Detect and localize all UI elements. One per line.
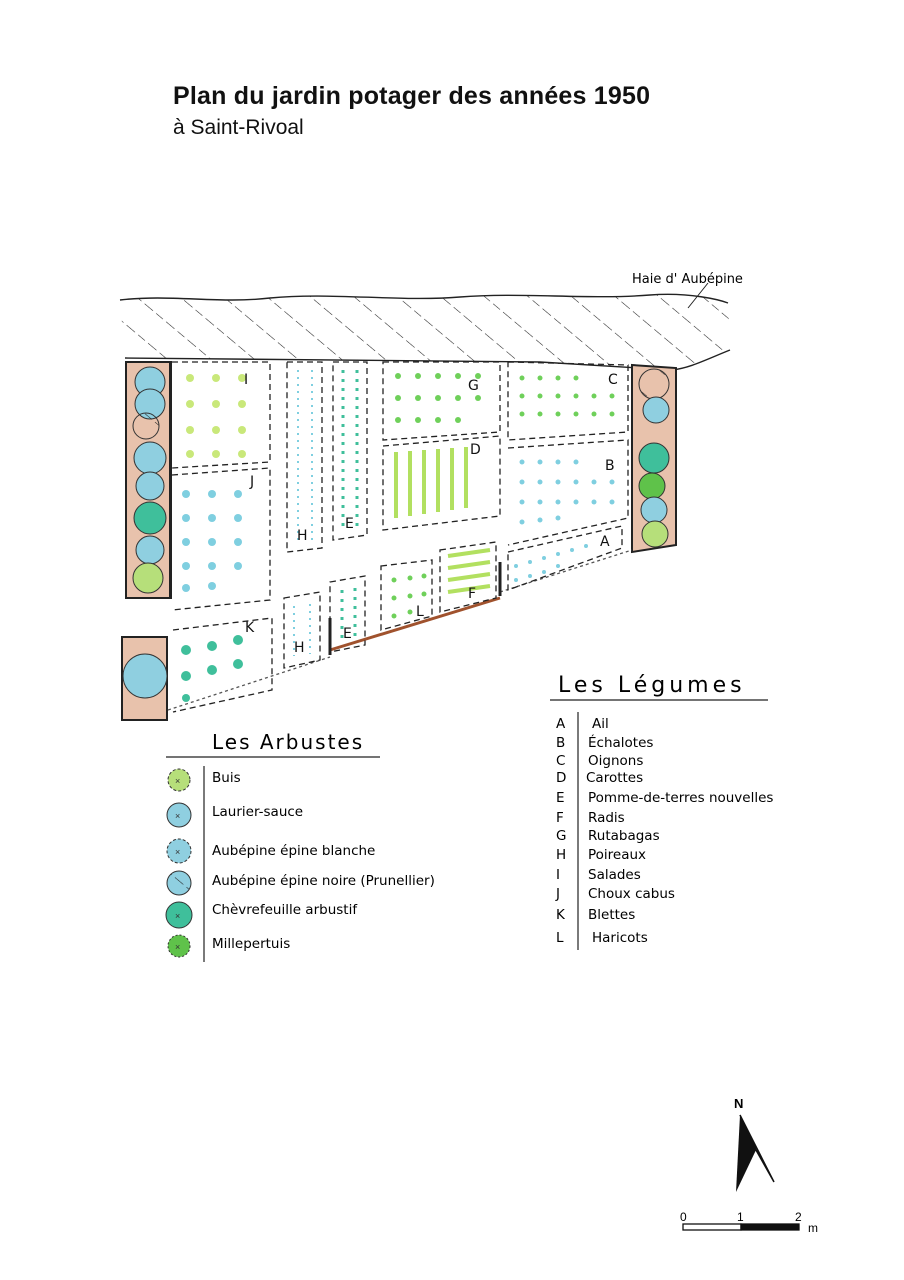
veg-label-b: Échalotes [588, 734, 653, 751]
plot-label-L: L [416, 604, 424, 620]
plot-L-plants [391, 573, 427, 619]
veg-letter-c: C [556, 753, 565, 769]
veg-letter-e: E [556, 790, 565, 806]
plot-label-I: I [244, 372, 248, 388]
right-shrubs [638, 368, 670, 548]
plot-label-H: H [297, 528, 308, 544]
plot-D-rows [394, 447, 468, 518]
plot-A-plants [514, 544, 588, 582]
hedge-pointer [687, 282, 709, 309]
plot-I-plants [186, 374, 246, 458]
plot-label-K: K [245, 620, 255, 636]
shrub-legend-title: Les Arbustes [212, 730, 364, 754]
shrub-label-st-johns-wort: Millepertuis [212, 936, 290, 952]
plot-label-H2: H [294, 640, 305, 656]
plot-E-rows [340, 370, 359, 640]
plot-G-plants [395, 373, 481, 423]
shrub-label-blackthorn: Aubépine épine noire (Prunellier) [212, 873, 435, 889]
veg-label-d: Carottes [586, 770, 643, 786]
svg-text:×: × [175, 911, 180, 921]
veg-label-g: Rutabagas [588, 828, 660, 844]
plot-label-C: C [608, 372, 618, 388]
veg-label-a: Ail [592, 716, 609, 732]
veg-label-h: Poireaux [588, 847, 646, 863]
plot-label-E2: E [343, 626, 352, 642]
hedge-label: Haie d' Aubépine [632, 272, 743, 287]
plot-J-plants [182, 490, 242, 592]
plot-label-J: J [249, 474, 254, 490]
scale-label-1: 1 [737, 1210, 744, 1224]
scale-label-2: 2 [795, 1210, 802, 1224]
veg-label-f: Radis [588, 810, 625, 826]
vegetable-legend-title: Les Légumes [558, 673, 746, 698]
boxwood-icon: × [167, 768, 191, 792]
shrub-label-bay-laurel: Laurier-sauce [212, 804, 303, 820]
bay-laurel-shrub [122, 653, 168, 699]
svg-text:×: × [175, 847, 180, 857]
plot-B-plants [519, 459, 615, 525]
garden-boundary [167, 362, 633, 711]
veg-letter-i: I [556, 867, 560, 883]
shrub-label-honeysuckle: Chèvrefeuille arbustif [212, 902, 358, 918]
honeysuckle-icon: × [165, 901, 193, 929]
scale-label-0: 0 [680, 1210, 687, 1224]
shrub-label-boxwood: Buis [212, 770, 241, 786]
veg-letter-g: G [556, 828, 566, 844]
white-hawthorn-icon: × [166, 838, 192, 864]
veg-label-j: Choux cabus [588, 886, 675, 902]
shrub-legend: Les Arbustes × × × × × Buis Laur [165, 730, 435, 962]
plot-outlines [171, 361, 629, 713]
svg-text:×: × [175, 811, 180, 821]
plot-label-G: G [468, 378, 479, 394]
svg-text:×: × [175, 942, 180, 952]
page-subtitle: à Saint-Rivoal [173, 116, 304, 139]
plot-label-F: F [468, 586, 476, 602]
left-shrubs [132, 366, 167, 594]
veg-label-l: Haricots [592, 930, 648, 946]
plot-F-rows [447, 548, 491, 594]
veg-letter-a: A [556, 716, 566, 732]
north-arrow: N [734, 1096, 775, 1192]
north-label: N [734, 1096, 743, 1111]
plot-letters: I J H E G D C B A K H E L F [244, 372, 618, 656]
veg-label-i: Salades [588, 867, 641, 883]
plot-label-A: A [600, 534, 610, 550]
veg-label-c: Oignons [588, 753, 643, 769]
plot-label-E: E [345, 516, 354, 532]
plot-H-rows [293, 370, 313, 656]
blackthorn-icon [166, 870, 192, 896]
veg-letter-k: K [556, 907, 566, 923]
plot-K-plants [181, 635, 243, 702]
veg-letter-j: J [555, 886, 560, 902]
veg-letter-h: H [556, 847, 566, 863]
plot-C-plants [519, 375, 615, 417]
veg-letter-f: F [556, 810, 564, 826]
vegetable-legend: Les Légumes A Ail B Échalotes C Oignons … [550, 673, 773, 950]
plot-label-D: D [470, 442, 481, 458]
hawthorn-hedge [119, 293, 731, 371]
page-title: Plan du jardin potager des années 1950 [173, 82, 651, 110]
svg-text:×: × [175, 776, 180, 786]
veg-letter-l: L [556, 930, 564, 946]
plot-label-B: B [605, 458, 615, 474]
veg-letter-d: D [556, 770, 566, 786]
bay-laurel-icon: × [166, 802, 192, 828]
veg-label-k: Blettes [588, 907, 635, 923]
st-johns-wort-icon: × [167, 934, 191, 958]
scale-unit: m [808, 1221, 818, 1235]
veg-label-e: Pomme-de-terres nouvelles [588, 790, 773, 806]
scale-bar: 0 1 2 m [680, 1210, 818, 1235]
veg-letter-b: B [556, 735, 565, 751]
shrub-label-white-hawthorn: Aubépine épine blanche [212, 843, 375, 859]
